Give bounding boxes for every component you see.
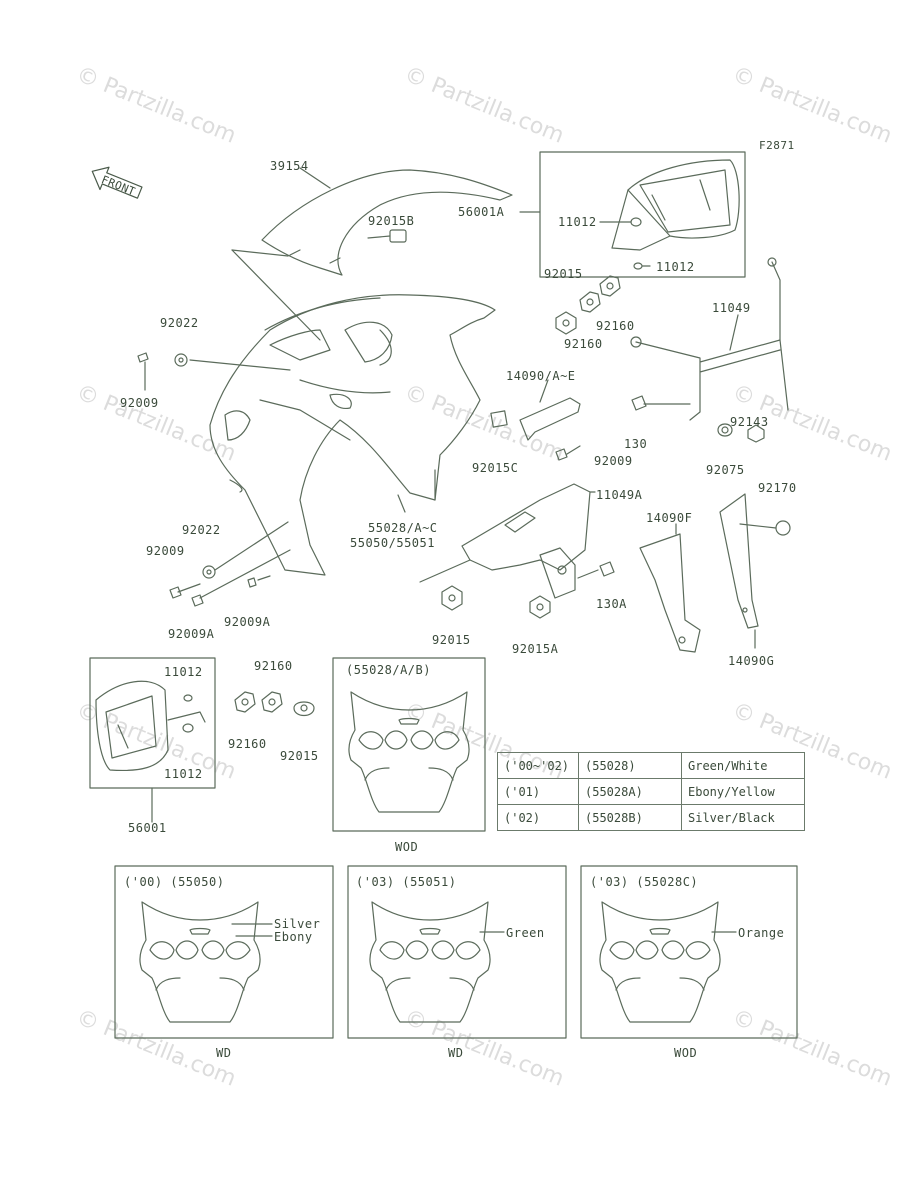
- table-row: ('01) (55028A) Ebony/Yellow: [497, 778, 805, 805]
- windshield-shape: [261, 169, 513, 276]
- part-label-92160-upper-a: 92160: [596, 319, 635, 333]
- table-cell-part: (55028A): [578, 778, 682, 805]
- variant-right-title: ('03) (55028C): [590, 875, 699, 889]
- table-cell-year: ('00~'02): [497, 752, 579, 779]
- variant-middle-code: WD: [448, 1046, 464, 1060]
- front-arrow-icon: [91, 166, 143, 199]
- part-label-92009-upper: 92009: [120, 396, 159, 410]
- part-label-92143: 92143: [730, 415, 769, 429]
- part-label-56001: 56001: [128, 821, 167, 835]
- part-label-92075: 92075: [706, 463, 745, 477]
- stay-11049-shape: [635, 261, 781, 421]
- figure-code: F2871: [759, 139, 795, 152]
- cowling-front-middle-icon: [369, 901, 491, 1023]
- part-label-11012-left-lower: 11012: [164, 767, 203, 781]
- table-cell-color: Green/White: [681, 752, 805, 779]
- cover-14090G-shape: [719, 493, 759, 629]
- table-row: ('00~'02) (55028) Green/White: [497, 752, 805, 779]
- cowling-front-top-icon: [348, 691, 470, 813]
- cowling-front-left-icon: [139, 901, 261, 1023]
- variant-left-code: WD: [216, 1046, 232, 1060]
- part-label-92015A: 92015A: [512, 642, 559, 656]
- part-label-130: 130: [624, 437, 648, 451]
- part-label-92009-lower: 92009: [146, 544, 185, 558]
- table-cell-year: ('02): [497, 804, 579, 831]
- part-label-92015C: 92015C: [472, 461, 519, 475]
- mirror-box-right: [539, 151, 746, 278]
- part-label-14090: 14090/A~E: [506, 369, 576, 383]
- upper-cowling-shape: [209, 294, 496, 576]
- table-cell-color: Silver/Black: [681, 804, 805, 831]
- variant-left-note-ebony: Ebony: [274, 930, 313, 944]
- part-label-92022-lower: 92022: [182, 523, 221, 537]
- part-label-14090G: 14090G: [728, 654, 775, 668]
- part-label-92015-lower: 92015: [432, 633, 471, 647]
- part-label-92009A-left: 92009A: [168, 627, 215, 641]
- stay-11049A-shape: [461, 483, 591, 571]
- part-label-92015B: 92015B: [368, 214, 415, 228]
- table-cell-part: (55028): [578, 752, 682, 779]
- table-cell-part: (55028B): [578, 804, 682, 831]
- table-cell-color: Ebony/Yellow: [681, 778, 805, 805]
- part-label-cowling-alt: 55050/55051: [350, 536, 435, 550]
- cowling-front-right-icon: [599, 901, 721, 1023]
- part-label-92009-mid: 92009: [594, 454, 633, 468]
- variant-left-title: ('00) (55050): [124, 875, 225, 889]
- part-label-92009A-right: 92009A: [224, 615, 271, 629]
- table-cell-year: ('01): [497, 778, 579, 805]
- part-label-11012-right-upper: 11012: [558, 215, 597, 229]
- part-label-92160-lower-a: 92160: [254, 659, 293, 673]
- part-label-windshield: 39154: [270, 159, 309, 173]
- variant-right-code: WOD: [674, 1046, 698, 1060]
- part-label-92015-upper: 92015: [544, 267, 583, 281]
- variant-left-note-silver: Silver: [274, 917, 321, 931]
- color-table: ('00~'02) (55028) Green/White ('01) (550…: [497, 752, 805, 831]
- part-label-11012-left-upper: 11012: [164, 665, 203, 679]
- part-label-11012-right-lower: 11012: [656, 260, 695, 274]
- part-label-92160-upper-b: 92160: [564, 337, 603, 351]
- part-label-92022-upper: 92022: [160, 316, 199, 330]
- part-label-92160-lower-b: 92160: [228, 737, 267, 751]
- part-label-14090F: 14090F: [646, 511, 693, 525]
- variant-top-code: WOD: [395, 840, 419, 854]
- cover-14090F-shape: [639, 533, 701, 653]
- part-label-92170: 92170: [758, 481, 797, 495]
- variant-right-note-orange: Orange: [738, 926, 785, 940]
- table-row: ('02) (55028B) Silver/Black: [497, 804, 805, 831]
- part-label-cowling: 55028/A~C: [368, 521, 438, 535]
- part-label-11049A: 11049A: [596, 488, 643, 502]
- part-label-11049: 11049: [712, 301, 751, 315]
- part-label-56001A: 56001A: [458, 205, 505, 219]
- part-label-130A: 130A: [596, 597, 627, 611]
- part-label-92015-bottom: 92015: [280, 749, 319, 763]
- variant-top-title: (55028/A/B): [346, 663, 431, 677]
- variant-middle-note-green: Green: [506, 926, 545, 940]
- bracket-14090-shape: [519, 397, 581, 441]
- variant-middle-title: ('03) (55051): [356, 875, 457, 889]
